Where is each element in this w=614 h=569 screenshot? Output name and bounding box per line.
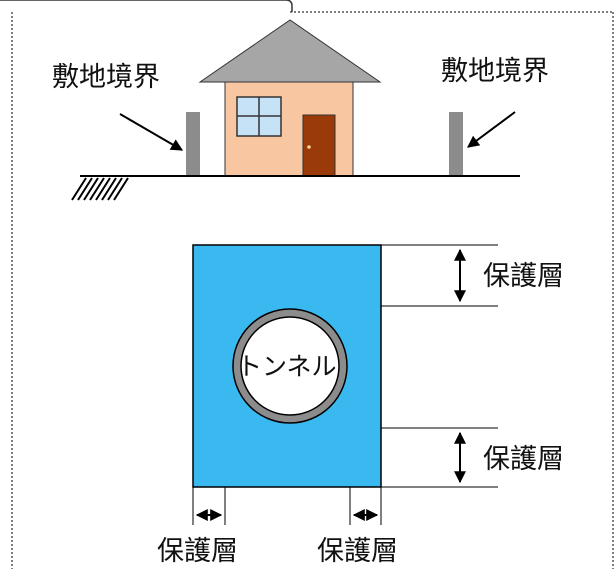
boundary-arrow-left <box>119 113 184 151</box>
dimension-right <box>349 487 382 525</box>
ground-hatch-icon <box>71 177 129 201</box>
door-icon <box>302 114 336 177</box>
boundary-post-right <box>449 112 463 176</box>
cover-label-left: 保護層 <box>157 536 238 567</box>
house-icon <box>198 19 382 177</box>
cover-label-bottom: 保護層 <box>483 444 564 475</box>
dimension-left <box>192 487 226 525</box>
boundary-label-left: 敷地境界 <box>52 62 160 93</box>
dimension-top <box>381 244 498 307</box>
boundary-label-right: 敷地境界 <box>441 56 549 87</box>
boundary-arrow-right <box>467 111 516 148</box>
dimension-bottom <box>381 427 498 488</box>
boundary-post-left <box>186 112 200 176</box>
window-icon <box>236 96 282 137</box>
cover-label-top: 保護層 <box>483 261 564 292</box>
tunnel <box>232 308 348 424</box>
cover-label-right: 保護層 <box>317 536 398 567</box>
tunnel-label: トンネル <box>237 352 337 381</box>
